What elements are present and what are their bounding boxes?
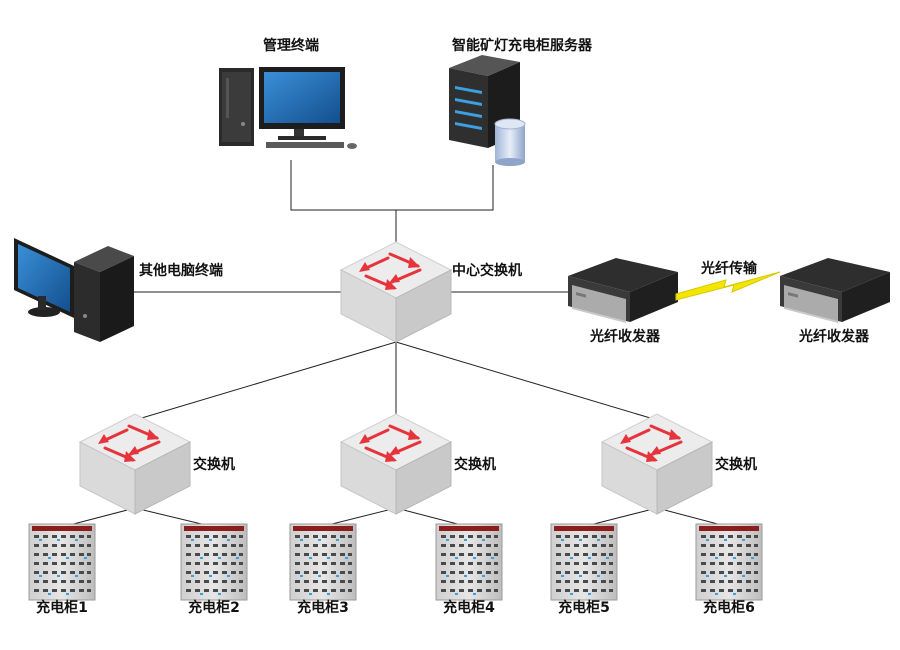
- cabinet-icon-6: [695, 523, 763, 601]
- management-terminal-label: 管理终端: [263, 38, 319, 54]
- transceiver-left-label: 光纤收发器: [590, 329, 660, 345]
- switch-icon-1: [78, 412, 192, 516]
- cabinet-label-6: 充电柜6: [703, 600, 755, 616]
- switch-icon-3: [600, 412, 714, 516]
- management-terminal-icon: [219, 67, 357, 149]
- switch-label-3: 交换机: [715, 457, 757, 473]
- server-label: 智能矿灯充电柜服务器: [452, 38, 592, 54]
- server-icon: [449, 55, 526, 166]
- cabinet-icon-5: [550, 523, 618, 601]
- core-switch-icon: [339, 240, 453, 344]
- core-switch-label: 中心交换机: [452, 263, 522, 279]
- cabinet-label-2: 充电柜2: [188, 600, 240, 616]
- transceiver-right-icon: [780, 258, 890, 323]
- cabinet-icon-3: [289, 523, 357, 601]
- cabinet-icon-4: [435, 523, 503, 601]
- switch-label-1: 交换机: [193, 457, 235, 473]
- fiber-link-icon: [675, 271, 781, 301]
- switch-icon-2: [339, 412, 453, 516]
- cabinet-icon-1: [28, 523, 96, 601]
- transceiver-left-icon: [568, 258, 678, 323]
- cabinet-label-1: 充电柜1: [36, 600, 88, 616]
- cabinet-label-3: 充电柜3: [297, 600, 349, 616]
- switch-label-2: 交换机: [454, 457, 496, 473]
- cabinet-label-5: 充电柜5: [558, 600, 610, 616]
- transceiver-right-label: 光纤收发器: [799, 329, 869, 345]
- cabinet-label-4: 充电柜4: [443, 600, 495, 616]
- fiber-link-label: 光纤传输: [701, 261, 757, 277]
- other-terminal-label: 其他电脑终端: [139, 263, 223, 279]
- cabinet-icon-2: [180, 523, 248, 601]
- other-pc-icon: [14, 238, 134, 342]
